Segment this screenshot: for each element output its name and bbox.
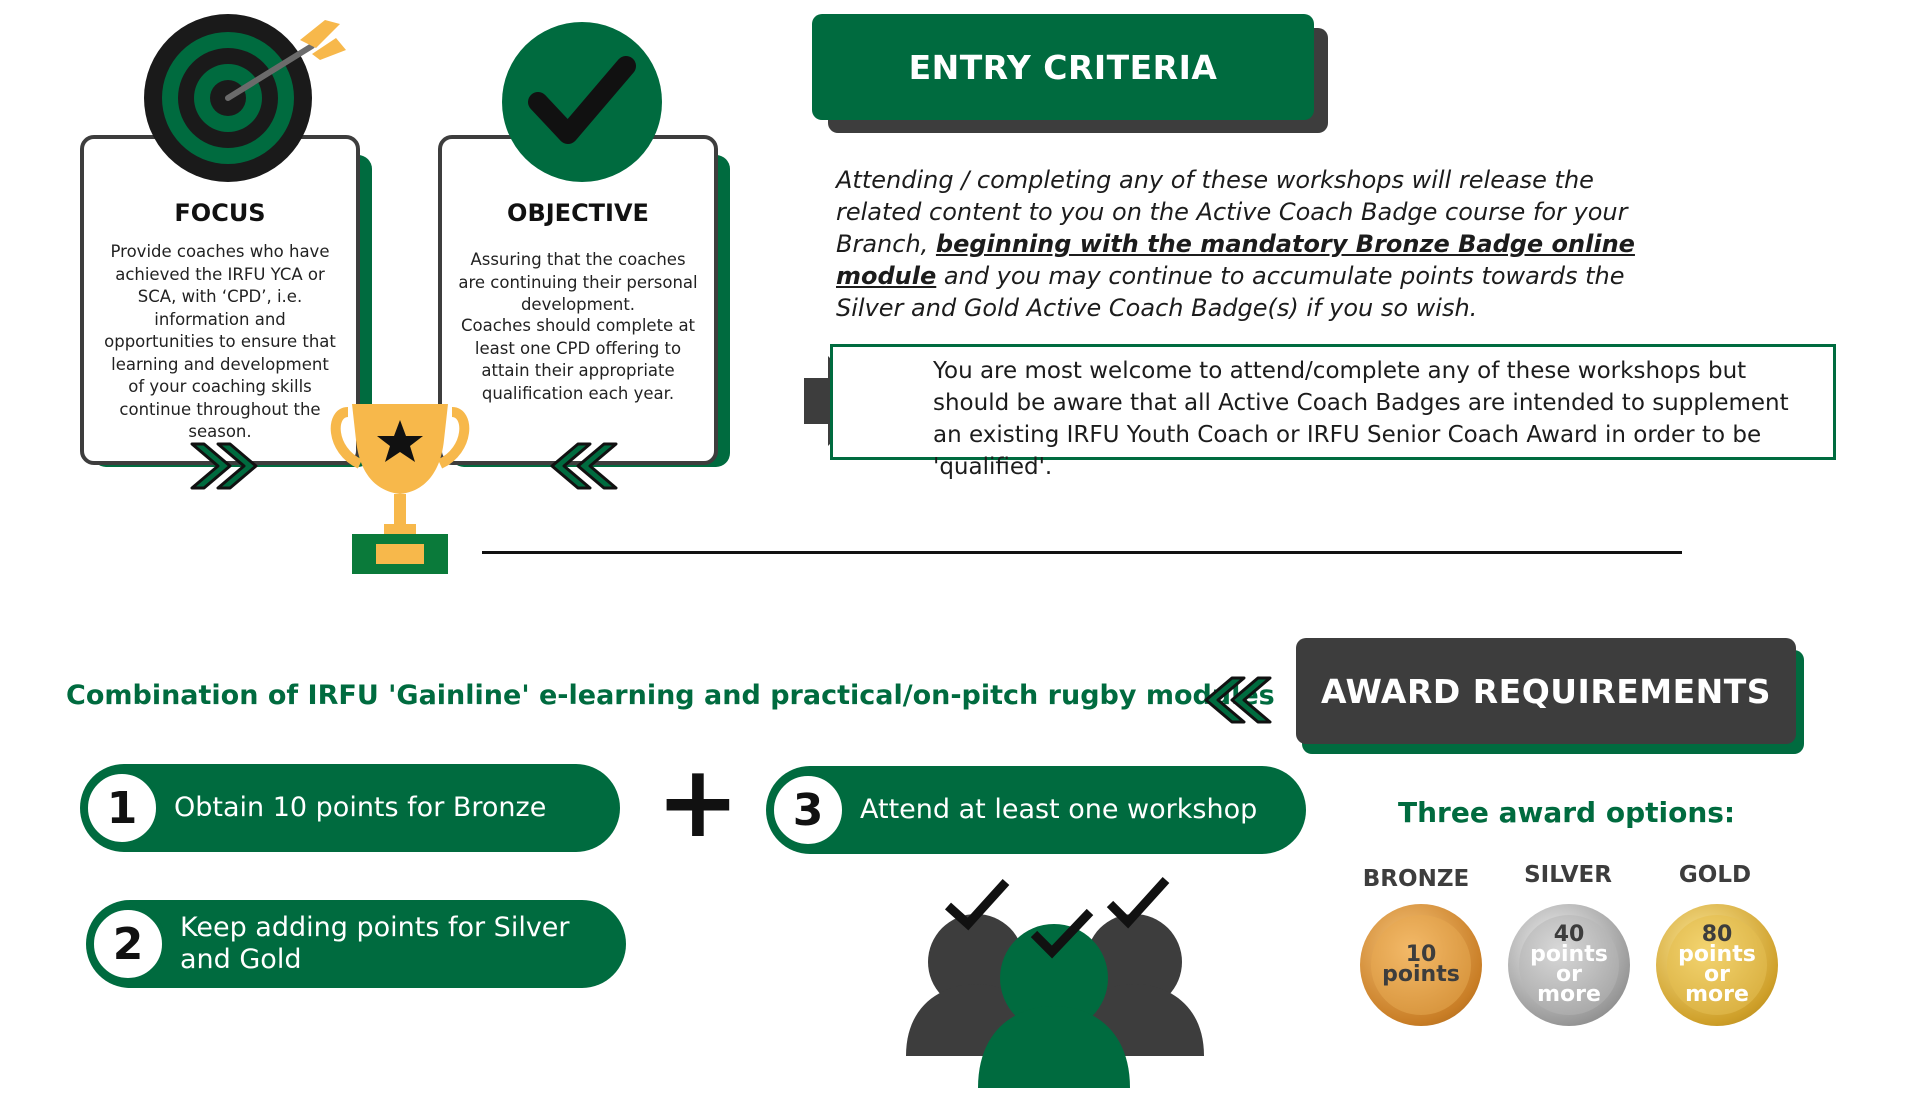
step-2-number: 2 [90,906,166,982]
objective-text-2: Coaches should complete at least one CPD… [460,316,696,403]
medal-gold-label: GOLD [1678,862,1752,888]
entry-criteria-banner: ENTRY CRITERIA [812,14,1314,120]
combination-heading: Combination of IRFU 'Gainline' e-learnin… [66,680,1275,711]
entry-para-end: and you may continue to accumulate point… [836,262,1625,322]
medal-silver-label: SILVER [1524,862,1612,888]
focus-title: FOCUS [174,199,266,227]
objective-title: OBJECTIVE [507,199,649,227]
chevron-double-left-icon [1204,676,1272,724]
medal-gold-more: more [1685,982,1749,1007]
medal-gold-unit: points or [1678,942,1756,987]
entry-notice-text: You are most welcome to attend/complete … [933,358,1789,480]
trophy-icon [330,404,470,574]
plus-sign: + [656,743,740,860]
step-3-text: Attend at least one workshop [860,794,1258,825]
objective-text-1: Assuring that the coaches are continuing… [458,250,698,314]
step-1-text: Obtain 10 points for Bronze [174,792,547,823]
step-2-pill: 2 Keep adding points for Silver and Gold [86,900,626,988]
chevron-double-left-icon [550,442,618,490]
focus-text: Provide coaches who have achieved the IR… [104,242,336,441]
entry-para-start: Attending / completing any of these work… [836,166,1628,258]
step-3-number: 3 [770,772,846,848]
entry-paragraph: Attending / completing any of these work… [836,164,1636,324]
medal-gold: 80 points or more [1656,904,1778,1026]
medal-bronze-label: BRONZE [1362,866,1470,892]
checkmark-icon [502,22,662,182]
award-options-title: Three award options: [1398,796,1736,829]
medal-silver-points: 40 [1553,922,1585,947]
objective-card: OBJECTIVE Assuring that the coaches are … [438,135,718,465]
medal-bronze: 10 points [1360,904,1482,1026]
chevron-double-right-icon [190,442,258,490]
step-1-number: 1 [84,770,160,846]
group-people-icon [906,876,1204,1088]
medal-bronze-points: 10 [1405,942,1437,967]
medal-silver: 40 points or more [1508,904,1630,1026]
target-icon [144,14,346,182]
medal-bronze-unit: points [1382,962,1460,987]
entry-para-emphasis: beginning with the mandatory Bronze Badg… [836,230,1635,290]
step-3-pill: 3 Attend at least one workshop [766,766,1306,854]
award-requirements-banner: AWARD REQUIREMENTS [1296,638,1796,744]
step-2-text: Keep adding points for Silver and Gold [180,912,570,975]
medal-gold-points: 80 [1701,922,1733,947]
medal-silver-more: more [1537,982,1601,1007]
step-1-pill: 1 Obtain 10 points for Bronze [80,764,620,852]
medal-silver-unit: points or [1530,942,1608,987]
section-divider [482,551,1682,554]
focus-card: FOCUS Provide coaches who have achieved … [80,135,360,465]
entry-notice-box: You are most welcome to attend/complete … [830,344,1836,480]
